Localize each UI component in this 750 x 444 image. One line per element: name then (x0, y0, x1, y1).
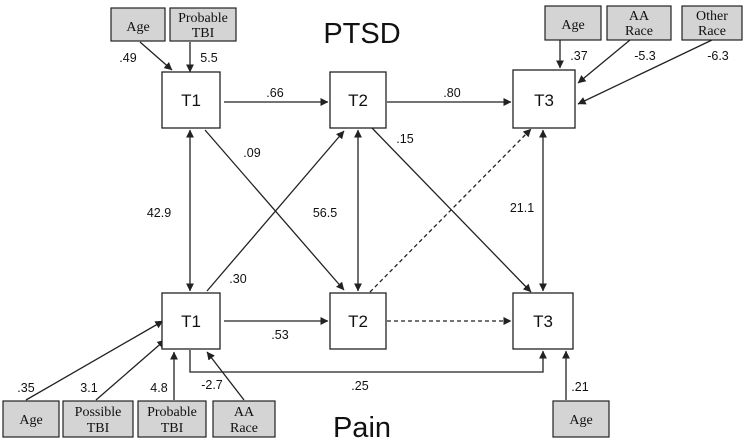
svg-text:T2: T2 (348, 312, 368, 331)
coef-ptsd-t1-probable-tbi: 5.5 (200, 51, 217, 65)
coefficient-labels: .49 5.5 .37 -5.3 -6.3 .66 .80 .09 .15 42… (17, 49, 729, 395)
edge-pain-t1-to-ptsd-t2 (206, 130, 345, 292)
coef-cov-t2: 56.5 (313, 206, 337, 220)
svg-text:T3: T3 (534, 91, 554, 110)
node-pain-t3: T3 (512, 292, 574, 350)
coef-pain-t1-age: .35 (17, 381, 34, 395)
coef-pain-t1-aa-race: -2.7 (201, 378, 223, 392)
edge-ptsd-t3-aa-race (577, 39, 631, 84)
svg-text:Age: Age (561, 18, 584, 33)
covariate-ptsd-t1-age: Age (110, 7, 166, 42)
svg-text:Race: Race (698, 24, 726, 39)
svg-text:Possible: Possible (75, 405, 122, 420)
coef-pain-t1-ptsd-t2: .30 (229, 272, 246, 286)
covariate-ptsd-t3-aa-race: AA Race (606, 5, 672, 41)
coef-ptsd-t1-age: .49 (119, 51, 136, 65)
svg-text:T3: T3 (533, 312, 553, 331)
svg-text:T2: T2 (348, 91, 368, 110)
coef-ptsd-t3-age: .37 (570, 49, 587, 63)
coef-ptsd-t1-t2: .66 (266, 86, 283, 100)
node-ptsd-t2: T2 (329, 71, 387, 129)
svg-text:TBI: TBI (87, 421, 110, 436)
covariate-ptsd-t1-probable-tbi: Probable TBI (169, 7, 237, 42)
coef-cov-t3: 21.1 (510, 201, 534, 215)
svg-text:Age: Age (569, 413, 592, 428)
svg-text:Other: Other (696, 9, 728, 24)
edge-pain-t2-to-ptsd-t3-dashed (369, 128, 532, 293)
covariate-pain-t1-aa-race: AA Race (212, 400, 276, 438)
edge-ptsd-age-to-t1 (139, 41, 173, 71)
svg-text:T1: T1 (181, 91, 201, 110)
svg-text:Probable: Probable (147, 405, 197, 420)
svg-text:AA: AA (629, 9, 650, 24)
svg-text:T1: T1 (181, 312, 201, 331)
coef-pain-t1-t2: .53 (271, 328, 288, 342)
edge-ptsd-t1-to-pain-t2 (204, 129, 345, 291)
coef-pain-t1-t3: .25 (351, 379, 368, 393)
covariate-pain-t1-age: Age (2, 400, 60, 438)
node-ptsd-t1: T1 (161, 71, 221, 129)
coef-pain-t1-probable-tbi: 4.8 (150, 381, 167, 395)
svg-text:AA: AA (234, 405, 255, 420)
node-ptsd-t3: T3 (512, 69, 576, 129)
covariate-pain-t3-age: Age (552, 400, 610, 438)
covariate-ptsd-t3-other-race: Other Race (681, 5, 743, 41)
pain-heading: Pain (333, 412, 391, 444)
ptsd-heading: PTSD (323, 18, 400, 50)
coef-ptsd-t3-other-race: -6.3 (707, 49, 729, 63)
coef-ptsd-t2-pain-t3: .15 (396, 132, 413, 146)
covariate-ptsd-t3-age: Age (544, 5, 602, 41)
coef-ptsd-t3-aa-race: -5.3 (634, 49, 656, 63)
node-pain-t2: T2 (329, 292, 387, 350)
svg-text:Age: Age (126, 20, 149, 35)
coef-pain-t1-possible-tbi: 3.1 (80, 381, 97, 395)
edge-pain-aa-race-to-t1 (206, 351, 245, 401)
svg-text:Race: Race (625, 24, 653, 39)
node-pain-t1: T1 (161, 292, 221, 350)
coef-cov-t1: 42.9 (147, 206, 171, 220)
edge-pain-age-to-t1 (25, 320, 164, 401)
edge-ptsd-t3-other-race (577, 39, 713, 105)
svg-text:TBI: TBI (161, 421, 184, 436)
edge-pain-t1-to-t3 (189, 350, 547, 373)
edge-pain-possible-tbi-to-t1 (95, 339, 166, 401)
covariate-pain-t1-possible-tbi: Possible TBI (62, 400, 134, 438)
svg-text:Race: Race (230, 421, 258, 436)
coef-pain-t3-age: .21 (571, 380, 588, 394)
coef-ptsd-t2-t3: .80 (443, 86, 460, 100)
svg-text:Probable: Probable (178, 11, 228, 26)
svg-text:TBI: TBI (192, 26, 215, 41)
edges (25, 39, 713, 401)
coef-ptsd-t1-pain-t2: .09 (243, 146, 260, 160)
covariate-pain-t1-probable-tbi: Probable TBI (137, 400, 207, 438)
svg-text:Age: Age (19, 413, 42, 428)
